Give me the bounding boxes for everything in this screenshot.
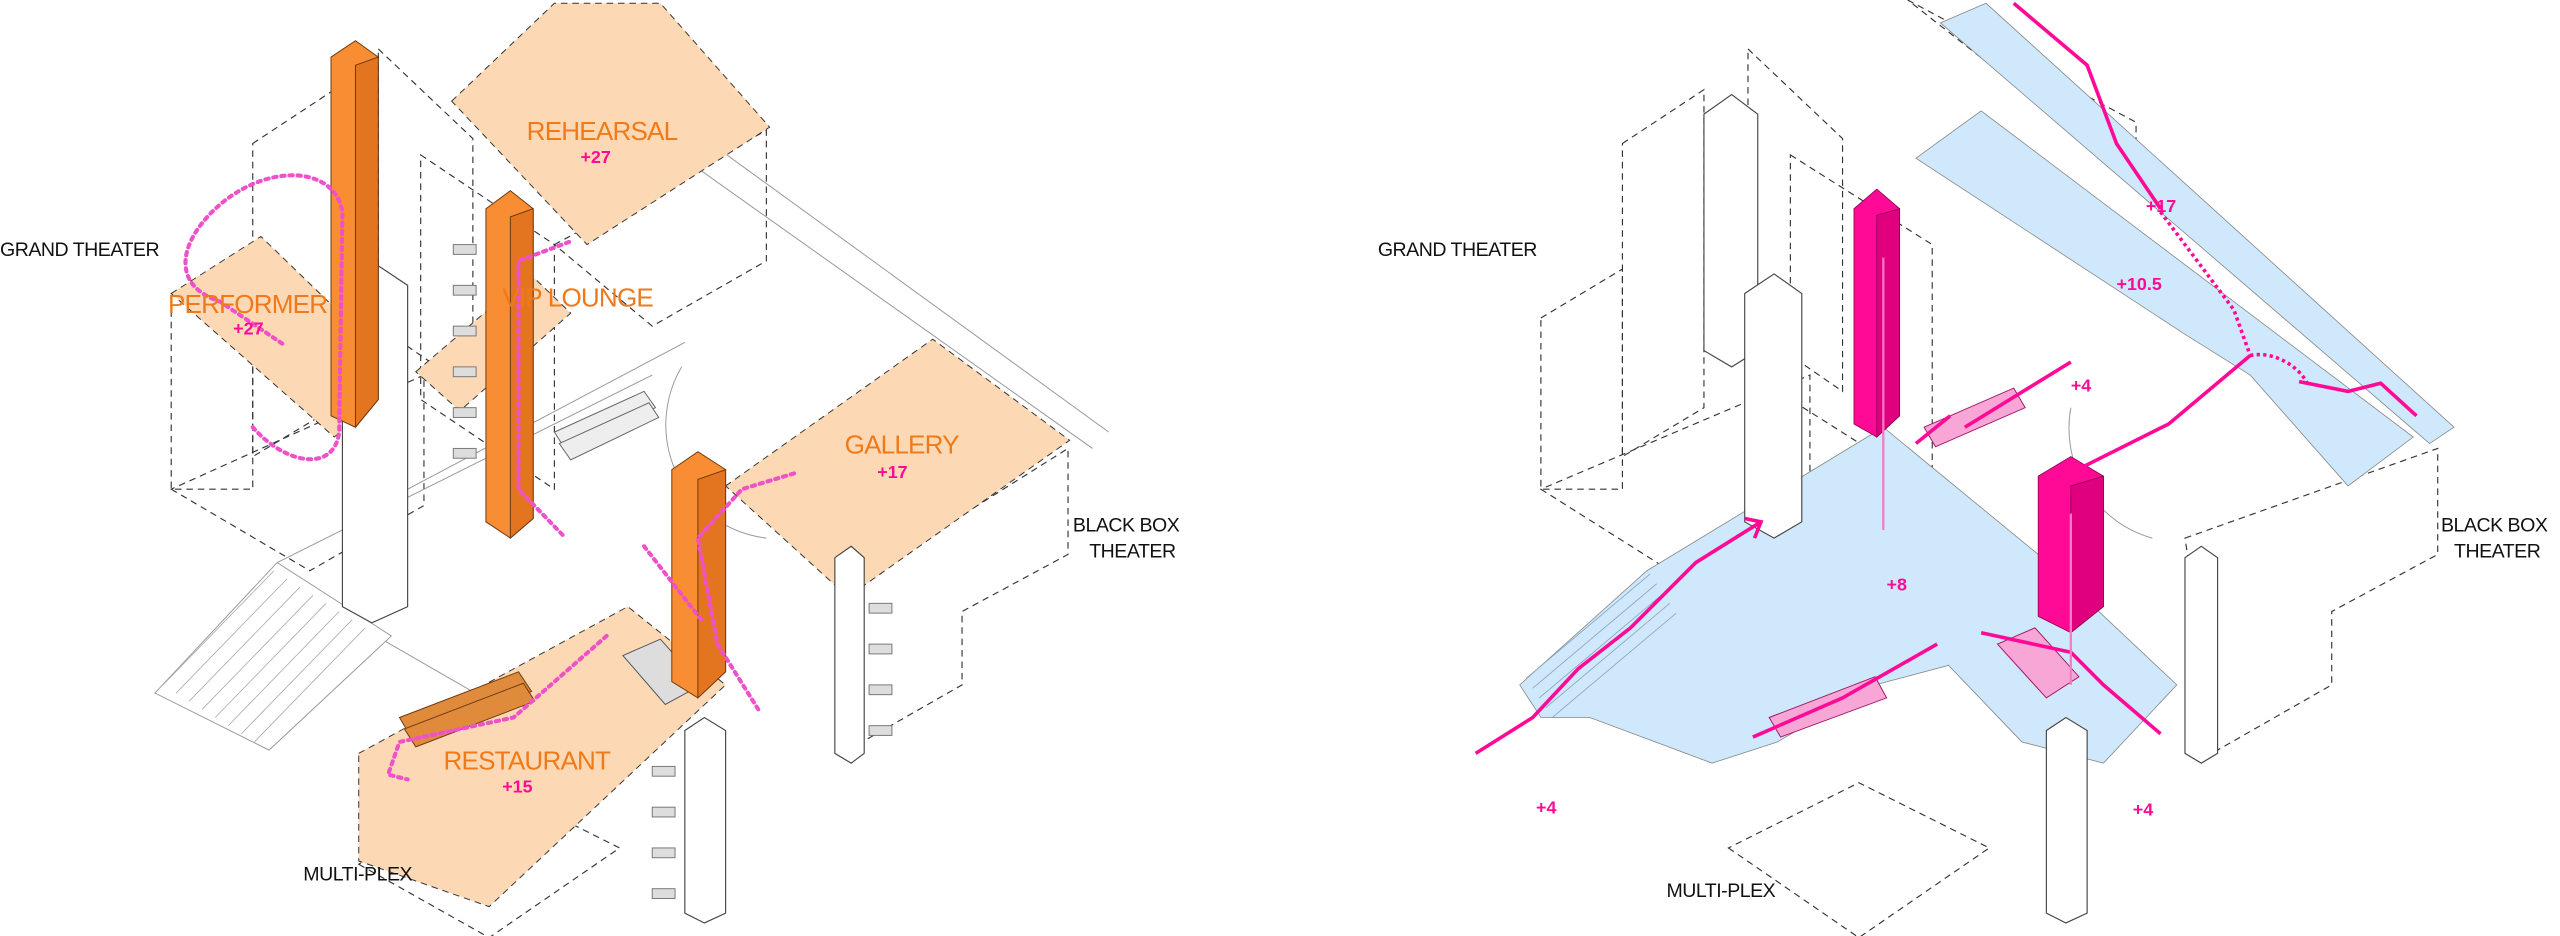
multiplex-label: MULTI-PLEX <box>1666 880 1775 902</box>
mid-bridge <box>1915 110 2414 487</box>
white-core <box>2045 716 2088 924</box>
gallery-plate <box>724 338 1071 598</box>
restaurant-label: RESTAURANT <box>444 746 612 776</box>
restaurant-plate <box>358 606 727 908</box>
plaza-floor <box>1519 426 2178 764</box>
black-box-volume <box>2184 447 2439 752</box>
escalator-restaurant <box>398 671 536 748</box>
gallery-label: GALLERY <box>845 429 960 459</box>
upper-bridge-level: +17 <box>2146 196 2176 216</box>
vip-lounge-label: VIP LOUNGE <box>502 283 653 313</box>
multiplex-label: MULTI-PLEX <box>303 864 412 886</box>
rehearsal-plate <box>450 2 771 246</box>
grand-theater-label: GRAND THEATER <box>0 239 159 261</box>
performer-label: PERFORMER <box>168 289 327 319</box>
white-core <box>1744 273 1803 539</box>
grand-stair <box>154 561 393 751</box>
black-box-label: BLACK BOX <box>2441 515 2548 537</box>
white-core <box>2184 545 2219 764</box>
program-diagram: GRAND THEATER BLACK BOX THEATER MULTI-PL… <box>0 2 1180 936</box>
entry-bottom-level: +4 <box>2133 799 2153 819</box>
circulation-arrows <box>1474 1 2418 755</box>
upper-bridge <box>1939 2 2455 445</box>
elevator-core-magenta <box>1853 188 1901 438</box>
elevator-core-orange <box>671 451 727 700</box>
performer-level: +27 <box>233 318 263 338</box>
rehearsal-level: +27 <box>580 147 610 167</box>
elevator-core-orange <box>485 190 534 540</box>
rehearsal-label: REHEARSAL <box>527 116 678 146</box>
stair-stack <box>452 244 893 899</box>
white-core <box>684 716 727 924</box>
multiplex-volume <box>1727 782 1991 936</box>
circulation-path-pink <box>183 173 798 782</box>
entry-left-level: +4 <box>1536 798 1556 818</box>
mid-bridge-level: +10.5 <box>2116 274 2161 294</box>
black-box-label: BLACK BOX <box>1073 515 1180 537</box>
grand-theater-label: GRAND THEATER <box>1378 239 1537 261</box>
theater-label: THEATER <box>2454 541 2541 563</box>
escalator-gray <box>553 390 660 461</box>
gallery-level: +17 <box>877 462 907 482</box>
plaza-stair <box>1525 573 1677 718</box>
plaza-diagram: GRAND THEATER BLACK BOX THEATER MULTI-PL… <box>1378 0 2548 936</box>
plaza-level: +8 <box>1887 574 1907 594</box>
white-core <box>834 545 865 764</box>
escalator-top-level: +4 <box>2071 375 2091 395</box>
escalator-pink <box>1768 387 2080 738</box>
theater-label: THEATER <box>1089 541 1176 563</box>
elevator-core-orange <box>330 40 379 429</box>
structure-lines <box>154 64 1110 751</box>
restaurant-level: +15 <box>502 777 532 797</box>
